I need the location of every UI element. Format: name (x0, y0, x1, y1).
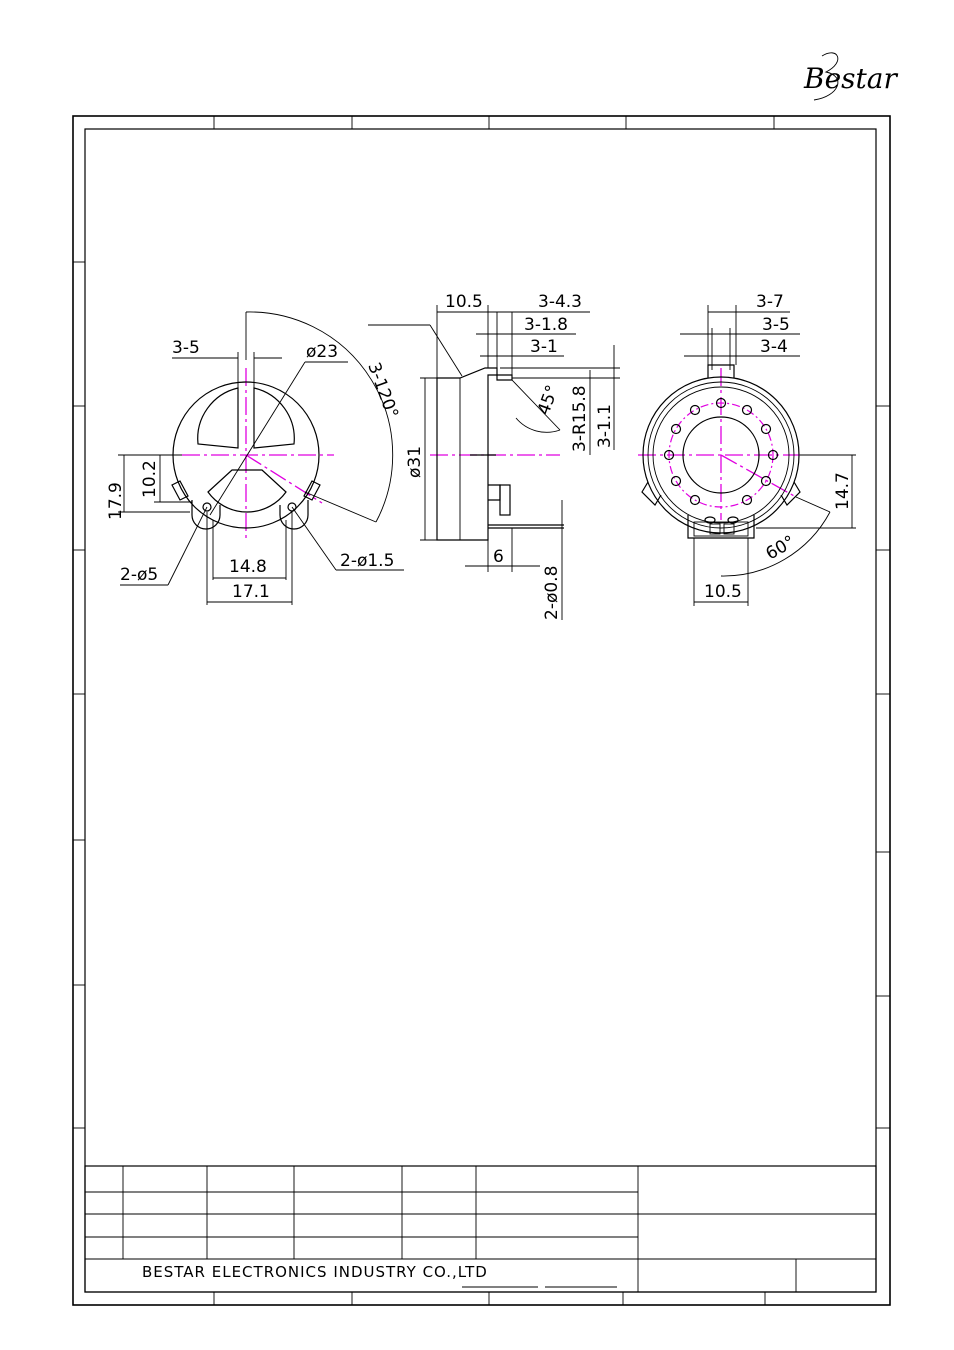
dim-front-height-total: 17.9 (106, 482, 126, 520)
dim-front-slot: 3-5 (172, 338, 200, 358)
dim-rear-angle: 60° (763, 532, 799, 564)
dim-rear-d2: 3-5 (762, 315, 790, 335)
side-view: 10.5 3-4.3 3-1.8 3-1 45° 3-R15.8 3-1.1 ø… (368, 292, 620, 620)
dim-side-outer-diameter: ø31 (405, 446, 425, 478)
dim-front-large-holes: 2-ø5 (120, 565, 158, 585)
front-view: 3-5 ø23 3-120° 17.9 10.2 14.8 17.1 2-ø5 … (106, 312, 404, 605)
dim-rear-d3: 3-4 (760, 337, 788, 357)
rear-view: 3-7 3-5 3-4 14.7 60° 10.5 (638, 292, 856, 606)
dim-front-diameter: ø23 (306, 342, 338, 362)
dim-side-pin-length: 6 (493, 547, 504, 567)
dim-front-height-hole: 10.2 (140, 460, 160, 498)
dim-side-pin-diameter: 2-ø0.8 (542, 566, 562, 620)
dim-side-d1: 3-4.3 (538, 292, 582, 312)
dim-side-depth: 10.5 (445, 292, 483, 312)
dim-front-small-holes: 2-ø1.5 (340, 551, 394, 571)
dim-front-hole-spacing: 14.8 (229, 557, 267, 577)
dim-front-tab-width: 17.1 (232, 582, 270, 602)
logo-text: Bestar (803, 62, 898, 95)
dim-front-angle: 3-120° (363, 360, 402, 421)
dim-side-angle: 45° (534, 383, 563, 418)
title-block: BESTAR ELECTRONICS INDUSTRY CO.,LTD (85, 1166, 876, 1292)
dim-side-d3: 3-1 (530, 337, 558, 357)
dim-side-radius: 3-R15.8 (570, 385, 590, 452)
dim-rear-height: 14.7 (833, 472, 853, 510)
company-name: BESTAR ELECTRONICS INDUSTRY CO.,LTD (142, 1263, 488, 1281)
dim-rear-width: 10.5 (704, 582, 742, 602)
dim-side-d4: 3-1.1 (595, 404, 615, 448)
dim-rear-d1: 3-7 (756, 292, 784, 312)
dim-side-d2: 3-1.8 (524, 315, 568, 335)
bestar-logo: Bestar (803, 53, 898, 100)
